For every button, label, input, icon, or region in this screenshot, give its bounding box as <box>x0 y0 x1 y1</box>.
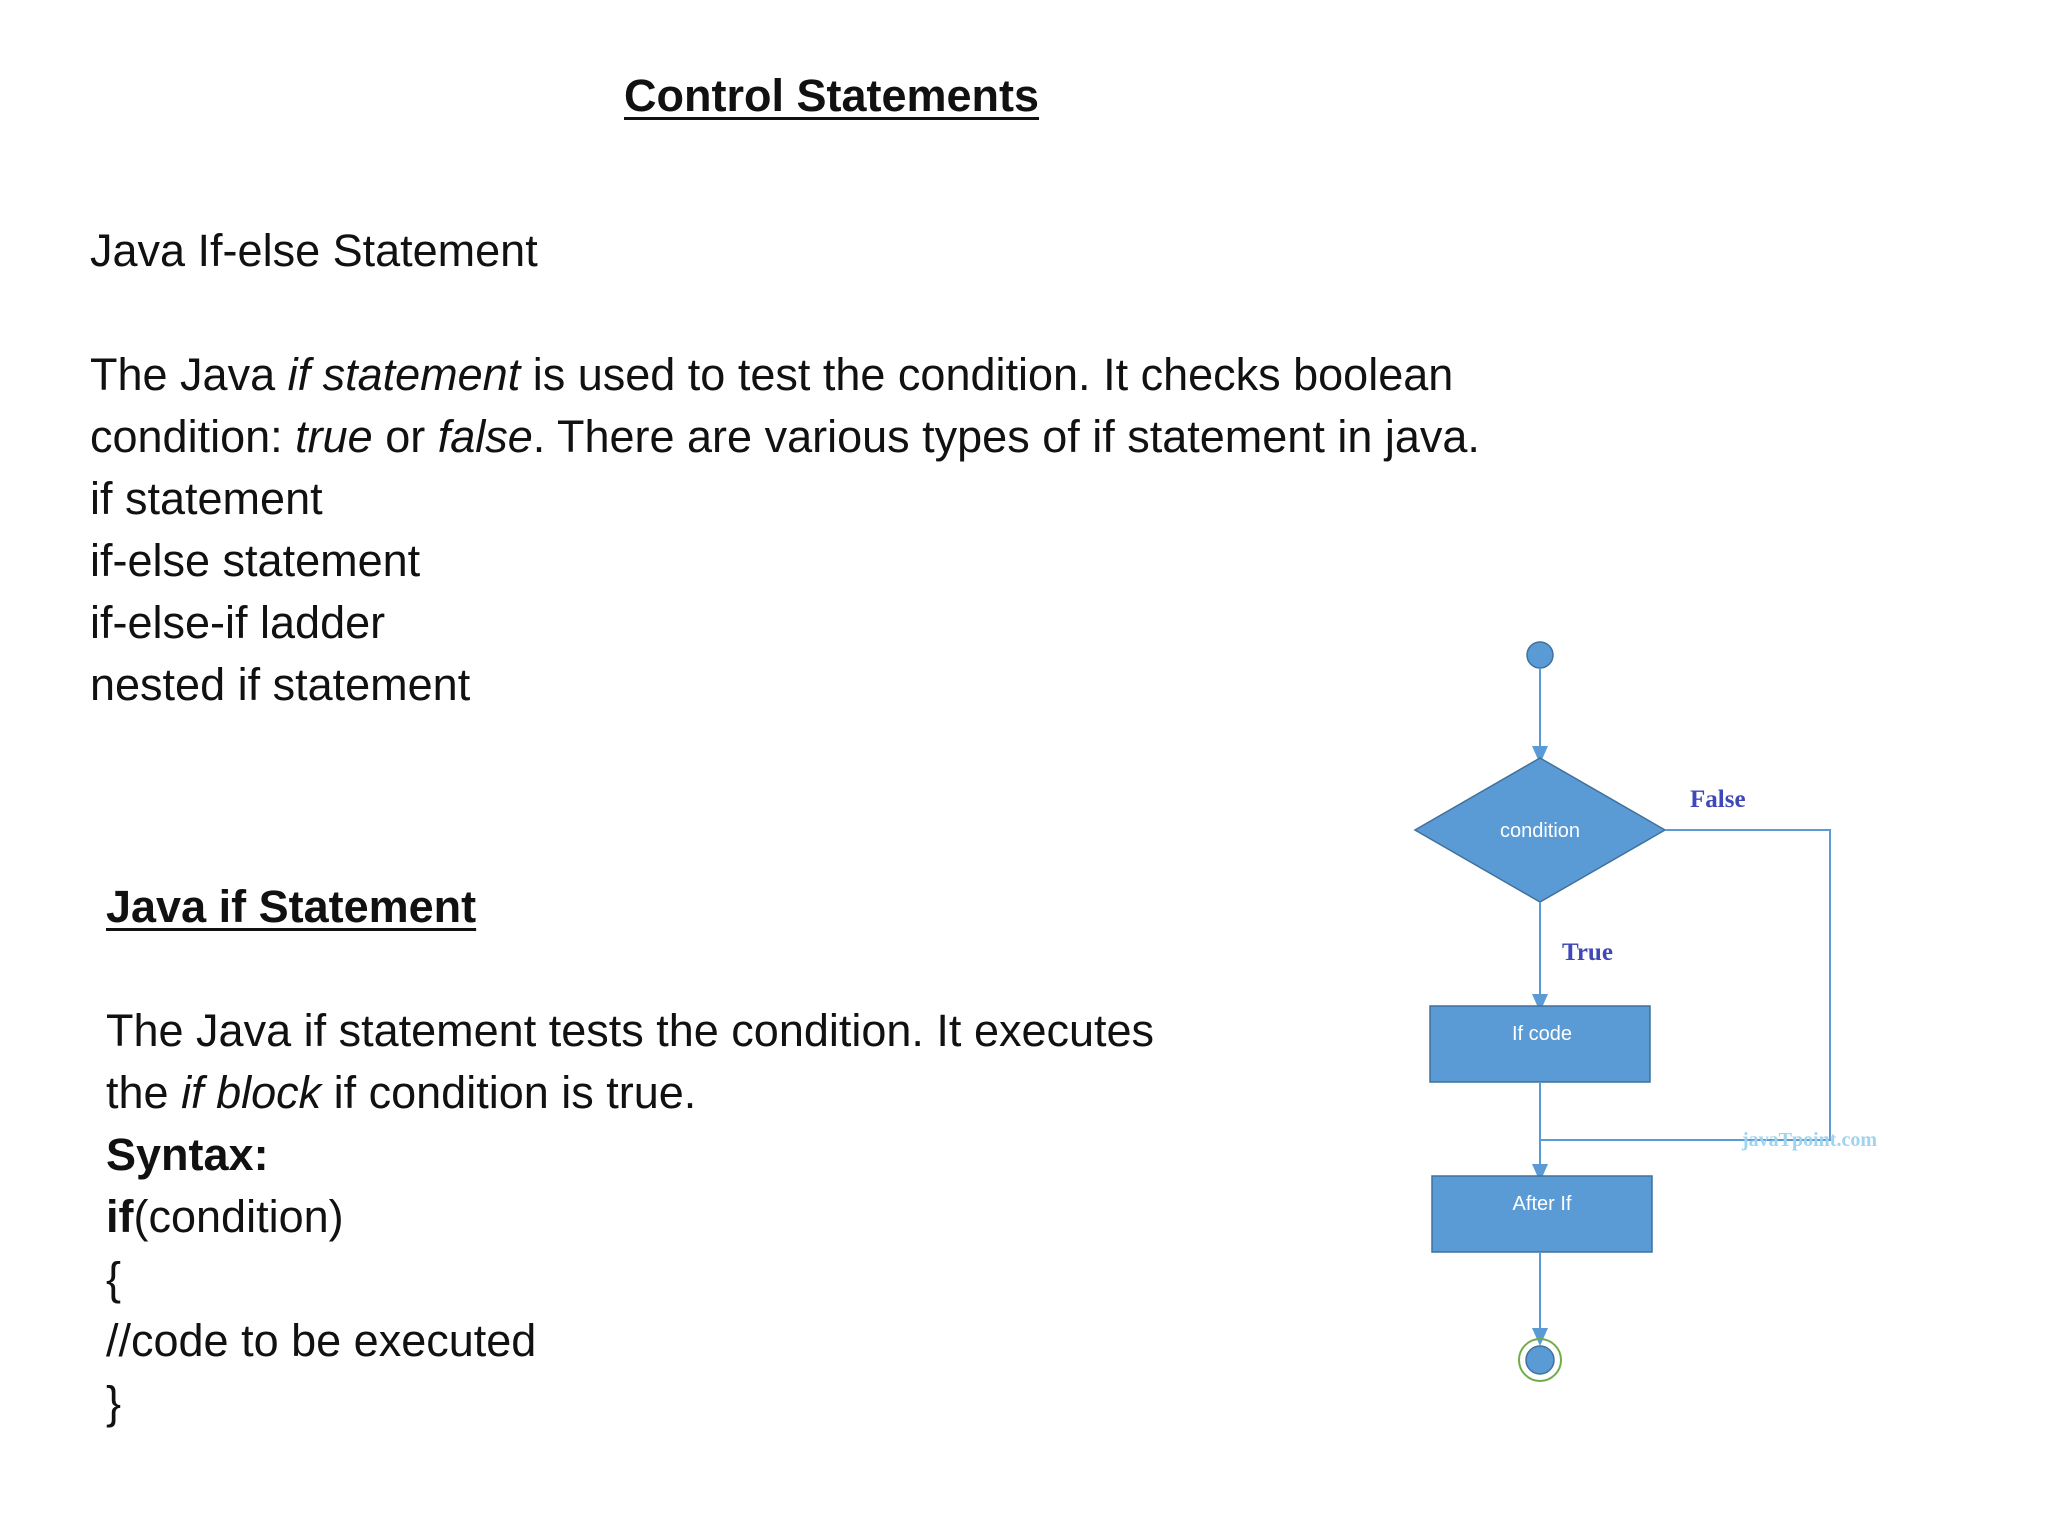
if-code-label: If code <box>1512 1023 1572 1045</box>
slide-title: Control Statements <box>624 70 1040 121</box>
description-emphasis-if-block: if block <box>181 1067 322 1118</box>
intro-text: The Java <box>90 349 288 400</box>
if-statement-flowchart: condition False True If code After If ja… <box>1390 620 1910 1390</box>
start-node <box>1526 641 1554 669</box>
end-node <box>1525 1345 1555 1375</box>
if-type-item: if statement <box>90 473 323 524</box>
if-description-line-1: The Java if statement tests the conditio… <box>106 1005 1155 1056</box>
if-type-item: if-else-if ladder <box>90 597 386 648</box>
if-type-item: nested if statement <box>90 659 471 710</box>
if-else-section: Java If-else Statement The Java if state… <box>90 220 1480 716</box>
true-branch-label: True <box>1562 939 1613 966</box>
intro-paragraph-line-2: condition: true or false. There are vari… <box>90 406 1480 468</box>
description-text: if condition is true. <box>321 1067 697 1118</box>
code-comment: //code to be executed <box>106 1315 537 1366</box>
intro-emphasis-false: false <box>437 411 533 462</box>
if-description-line-2: the if block if condition is true. <box>106 1062 1154 1124</box>
intro-text: is used to test the condition. It checks… <box>520 349 1454 400</box>
syntax-label: Syntax: <box>106 1129 269 1180</box>
false-branch-label: False <box>1690 786 1746 813</box>
if-statement-section: Java if Statement The Java if statement … <box>106 876 1154 1434</box>
intro-text: condition: <box>90 411 296 462</box>
intro-emphasis-if-statement: if statement <box>287 349 521 400</box>
section-heading-if-else: Java If-else Statement <box>90 225 538 276</box>
intro-text: . There are various types of if statemen… <box>532 411 1480 462</box>
after-if-node <box>1431 1175 1653 1253</box>
code-condition: (condition) <box>133 1191 344 1242</box>
after-if-label: After If <box>1513 1193 1572 1215</box>
intro-emphasis-true: true <box>295 411 373 462</box>
intro-paragraph-line-1: The Java if statement is used to test th… <box>90 344 1480 406</box>
source-watermark: javaTpoint.com <box>1741 1129 1877 1151</box>
code-keyword-if: if <box>106 1191 134 1242</box>
if-type-item: if-else statement <box>90 535 421 586</box>
false-branch-line <box>1540 829 1831 1141</box>
intro-text: or <box>372 411 438 462</box>
condition-label: condition <box>1500 820 1580 842</box>
if-code-node <box>1429 1005 1651 1083</box>
section-heading-if: Java if Statement <box>106 881 477 932</box>
code-close-brace: } <box>106 1377 122 1428</box>
end-node-ring <box>1518 1338 1562 1382</box>
code-if-line: if(condition) <box>106 1186 1154 1248</box>
code-open-brace: { <box>106 1253 122 1304</box>
description-text: the <box>106 1067 182 1118</box>
